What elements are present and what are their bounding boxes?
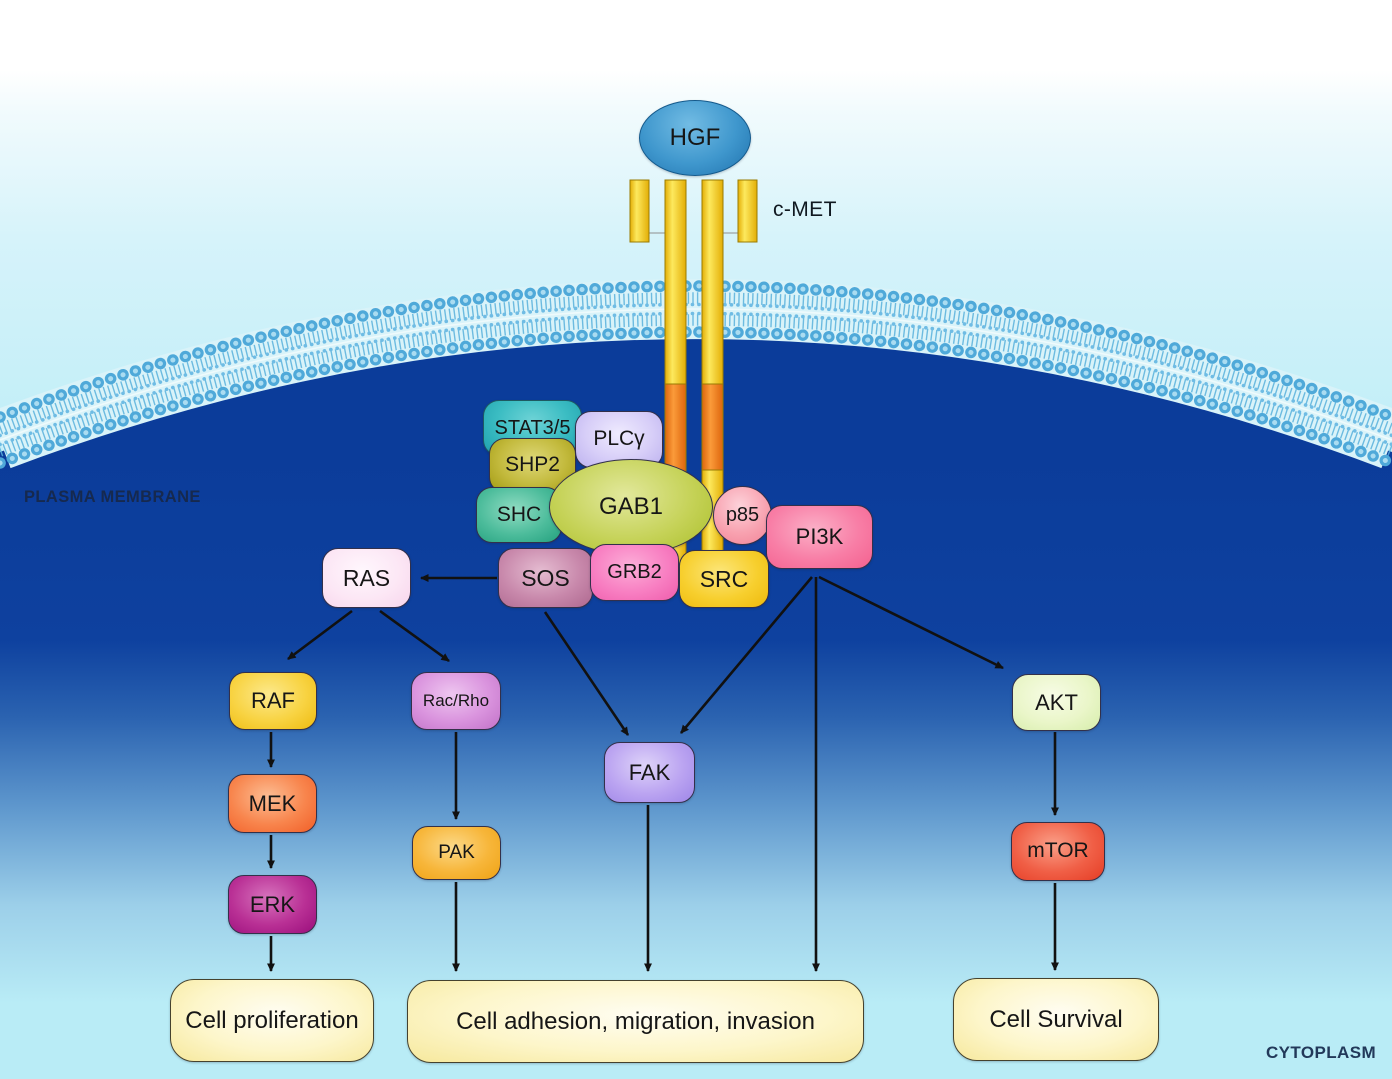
node-plcg-label: PLCγ xyxy=(593,427,645,451)
node-gab1-label: GAB1 xyxy=(598,493,664,521)
outcome-cell-survival: Cell Survival xyxy=(953,978,1159,1061)
outcome-cell-survival-label: Cell Survival xyxy=(989,1005,1123,1033)
node-mtor: mTOR xyxy=(1011,822,1105,881)
node-pi3k: PI3K xyxy=(766,505,873,569)
node-pak: PAK xyxy=(412,826,501,880)
node-akt-label: AKT xyxy=(1035,689,1078,715)
plasma-membrane xyxy=(0,279,1392,469)
node-plcg: PLCγ xyxy=(575,411,663,468)
node-erk: ERK xyxy=(228,875,317,934)
node-src: SRC xyxy=(679,550,769,608)
node-erk-label: ERK xyxy=(249,891,296,917)
node-raf-label: RAF xyxy=(251,688,295,714)
cytoplasm-label: CYTOPLASM xyxy=(1266,1043,1377,1062)
node-sos-label: SOS xyxy=(521,564,570,591)
outcome-cell-proliferation: Cell proliferation xyxy=(170,979,374,1062)
node-p85: p85 xyxy=(713,486,772,545)
pathway-arrows xyxy=(267,574,1059,973)
node-stat3-5-label: STAT3/5 xyxy=(494,416,571,439)
node-rac-rho-label: Rac/Rho xyxy=(422,691,490,711)
node-shp2-label: SHP2 xyxy=(505,453,560,477)
node-fak: FAK xyxy=(604,742,695,803)
node-mtor-label: mTOR xyxy=(1027,839,1089,863)
node-gab1: GAB1 xyxy=(549,459,713,555)
node-fak-label: FAK xyxy=(628,759,671,785)
node-ras: RAS xyxy=(322,548,411,608)
node-akt: AKT xyxy=(1012,674,1101,731)
node-mek-label: MEK xyxy=(248,790,297,816)
cmet-short-bar-left xyxy=(629,179,650,243)
node-shc-label: SHC xyxy=(496,502,542,526)
outcome-cell-adhesion-label: Cell adhesion, migration, invasion xyxy=(456,1007,815,1035)
cmet-kinase-right xyxy=(701,383,724,471)
node-sos: SOS xyxy=(498,548,593,608)
node-pi3k-label: PI3K xyxy=(795,524,844,550)
node-hgf-label: HGF xyxy=(669,124,721,152)
cytoplasm-region xyxy=(0,322,1392,1079)
outcome-cell-proliferation-label: Cell proliferation xyxy=(185,1006,359,1034)
node-hgf: HGF xyxy=(639,100,751,176)
cmet-short-bar-right xyxy=(737,179,758,243)
node-src-label: SRC xyxy=(699,565,749,592)
node-grb2: GRB2 xyxy=(590,544,679,601)
plasma-membrane-label: PLASMA MEMBRANE xyxy=(24,488,201,506)
node-shc: SHC xyxy=(476,487,562,543)
node-raf: RAF xyxy=(229,672,317,730)
node-rac-rho: Rac/Rho xyxy=(411,672,501,730)
node-grb2-label: GRB2 xyxy=(607,561,662,583)
node-ras-label: RAS xyxy=(342,564,391,591)
outcome-cell-adhesion-migration-invasion: Cell adhesion, migration, invasion xyxy=(407,980,864,1063)
node-pak-label: PAK xyxy=(438,842,475,864)
cmet-label: c-MET xyxy=(773,198,837,221)
node-mek: MEK xyxy=(228,774,317,833)
node-p85-label: p85 xyxy=(725,504,760,526)
